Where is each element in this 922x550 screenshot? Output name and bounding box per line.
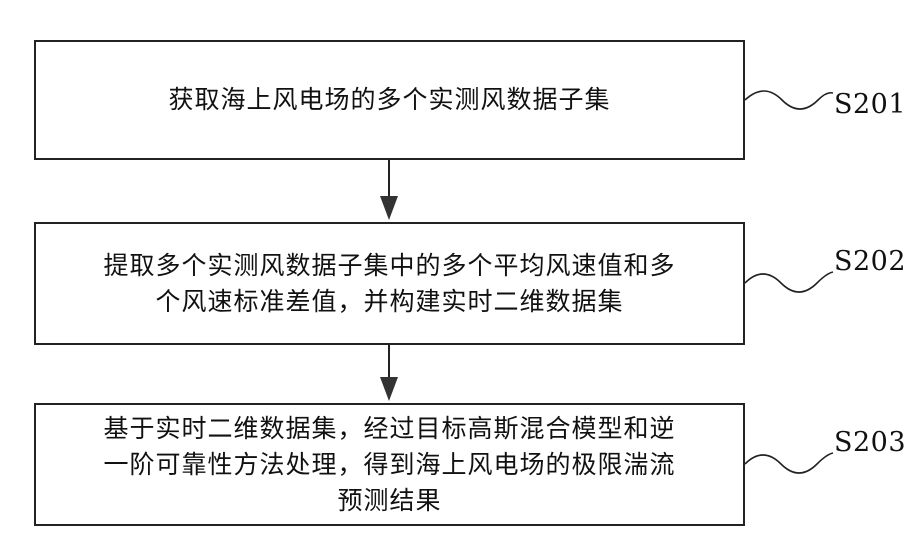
step-text-s203: 基于实时二维数据集，经过目标高斯混合模型和逆 一阶可靠性方法处理，得到海上风电场…: [97, 411, 681, 519]
step-box-s202: 提取多个实测风数据子集中的多个平均风速值和多 个风速标准差值，并构建实时二维数据…: [34, 222, 745, 345]
step-text-s201: 获取海上风电场的多个实测风数据子集: [162, 82, 616, 118]
step-label-s203: S203: [834, 428, 906, 458]
step-box-s203: 基于实时二维数据集，经过目标高斯混合模型和逆 一阶可靠性方法处理，得到海上风电场…: [34, 403, 745, 526]
step-text-line: 个风速标准差值，并构建实时二维数据集: [103, 284, 675, 320]
step-text-s202: 提取多个实测风数据子集中的多个平均风速值和多 个风速标准差值，并构建实时二维数据…: [97, 248, 681, 320]
arrow-s201-to-s202: [380, 160, 398, 220]
step-text-line: 预测结果: [103, 483, 675, 519]
leader-line-s203: [745, 453, 833, 473]
step-label-s202: S202: [834, 247, 906, 277]
step-text-line: 一阶可靠性方法处理，得到海上风电场的极限湍流: [103, 447, 675, 483]
step-text-line: 基于实时二维数据集，经过目标高斯混合模型和逆: [103, 411, 675, 447]
step-text-line: 提取多个实测风数据子集中的多个平均风速值和多: [103, 248, 675, 284]
step-box-s201: 获取海上风电场的多个实测风数据子集: [34, 40, 745, 160]
leader-line-s201: [745, 91, 833, 109]
arrow-s202-to-s203: [380, 345, 398, 401]
step-label-s201: S201: [834, 90, 906, 120]
leader-line-s202: [745, 272, 833, 292]
step-text-line: 获取海上风电场的多个实测风数据子集: [168, 82, 610, 118]
